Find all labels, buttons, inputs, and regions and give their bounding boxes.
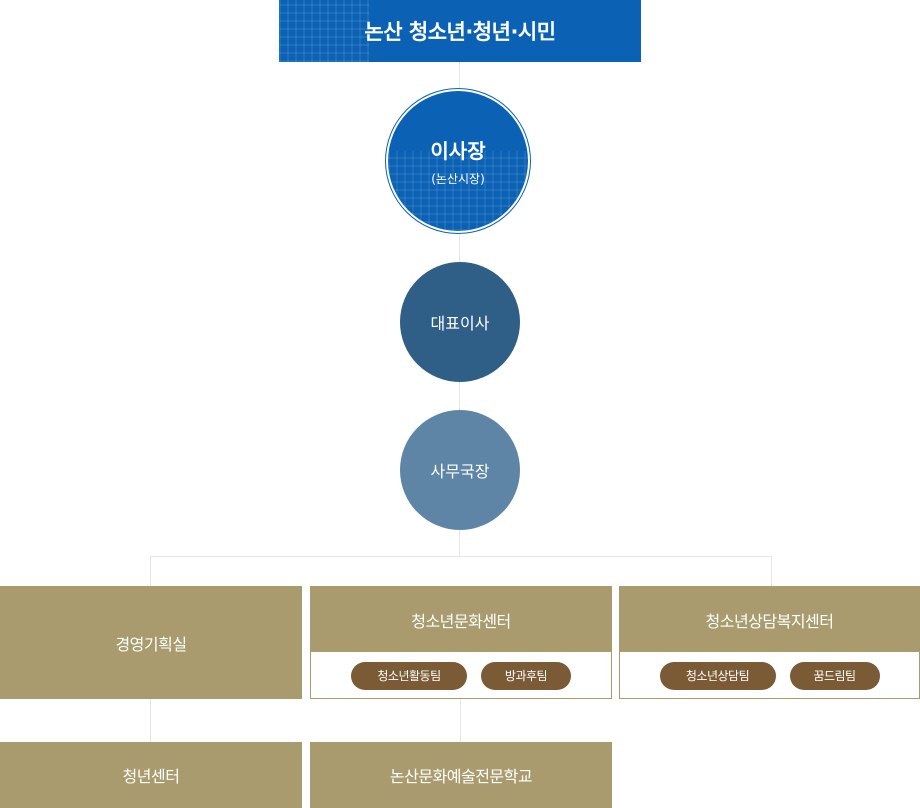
- connector-left-drop: [150, 556, 151, 586]
- top-banner: 논산 청소년·청년·시민: [279, 0, 641, 62]
- chairman-subtitle: (논산시장): [431, 172, 485, 186]
- youth-center: 청년센터: [0, 742, 302, 808]
- connector-horizontal: [150, 556, 772, 557]
- culture-center-label: 청소년문화센터: [411, 611, 511, 631]
- connector-culture-to-school: [460, 699, 461, 742]
- youth-center-label: 청년센터: [122, 767, 180, 786]
- banner-pattern: [279, 0, 369, 62]
- banner-label: 논산 청소년·청년·시민: [364, 20, 556, 44]
- director-node: 사무국장: [400, 410, 520, 530]
- team-counseling: 청소년상담팀: [659, 661, 776, 690]
- team-dream: 꿈드림팀: [789, 661, 880, 690]
- culture-center-head: 청소년문화센터: [311, 587, 611, 652]
- planning-office-label: 경영기획실: [115, 634, 187, 654]
- culture-center: 청소년문화센터 청소년활동팀 방과후팀: [310, 586, 612, 699]
- counseling-center-teams: 청소년상담팀 꿈드림팀: [620, 652, 919, 699]
- counseling-center: 청소년상담복지센터 청소년상담팀 꿈드림팀: [619, 586, 920, 699]
- chairman-node: 이사장 (논산시장): [388, 91, 528, 231]
- connector-planning-to-youth: [150, 699, 151, 742]
- chairman-title: 이사장: [430, 139, 486, 163]
- team-activity: 청소년활동팀: [351, 661, 467, 690]
- ceo-label: 대표이사: [430, 314, 490, 333]
- ceo-node: 대표이사: [400, 262, 520, 382]
- planning-office: 경영기획실: [0, 586, 302, 699]
- counseling-center-head: 청소년상담복지센터: [620, 587, 919, 652]
- arts-school: 논산문화예술전문학교: [310, 742, 612, 808]
- team-afterschool: 방과후팀: [481, 661, 571, 690]
- counseling-center-label: 청소년상담복지센터: [705, 611, 834, 631]
- connector-right-drop: [771, 556, 772, 586]
- director-label: 사무국장: [430, 462, 490, 481]
- culture-center-teams: 청소년활동팀 방과후팀: [311, 652, 611, 699]
- chairman-pattern: [388, 151, 528, 231]
- arts-school-label: 논산문화예술전문학교: [389, 767, 533, 786]
